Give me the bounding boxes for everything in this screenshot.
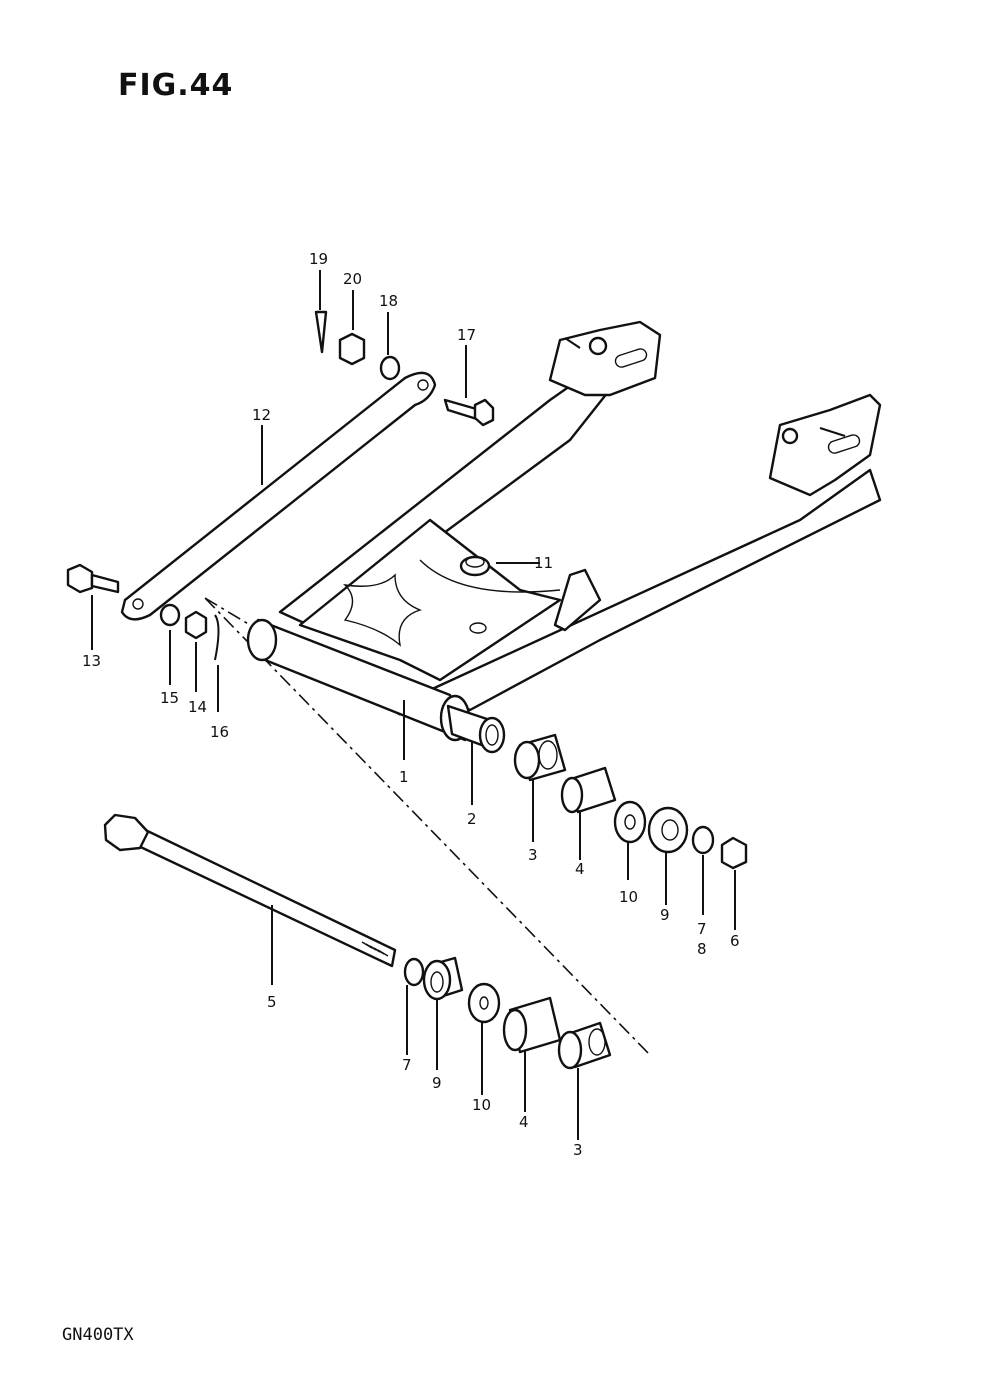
callout-12: 12 — [252, 406, 271, 424]
callout-19: 19 — [309, 250, 328, 268]
callout-4-lower: 4 — [519, 1113, 529, 1131]
part-14-nut — [184, 610, 208, 640]
callout-9-lower: 9 — [432, 1074, 442, 1092]
part-3-bearing-upper — [513, 733, 567, 782]
part-12-torque-link — [120, 371, 437, 621]
callout-7-lower: 7 — [402, 1056, 412, 1074]
part-20-nut — [338, 332, 366, 366]
part-2-sleeve — [446, 704, 506, 754]
callout-3-lower: 3 — [573, 1141, 583, 1159]
part-7-washer-upper — [691, 825, 715, 855]
callout-9-upper: 9 — [660, 906, 670, 924]
part-16-cotter-pin — [214, 614, 220, 661]
part-15-washer — [159, 603, 181, 627]
part-13-bolt — [66, 563, 120, 594]
part-9-seal-lower — [422, 956, 464, 1001]
callout-4-upper: 4 — [575, 860, 585, 878]
figure-title: FIG.44 — [118, 68, 234, 103]
part-11-grommet — [459, 555, 491, 577]
part-10-washer-upper — [613, 800, 647, 844]
part-5-pivot-axle — [103, 813, 397, 968]
callout-15: 15 — [160, 689, 179, 707]
callout-10-upper: 10 — [619, 888, 638, 906]
callout-20: 20 — [343, 270, 362, 288]
part-7-washer-lower — [403, 957, 425, 987]
callout-5: 5 — [267, 993, 277, 1011]
callout-18: 18 — [379, 292, 398, 310]
callout-17: 17 — [457, 326, 476, 344]
callout-11: 11 — [534, 554, 553, 572]
part-9-seal-upper — [647, 806, 689, 854]
callout-10-lower: 10 — [472, 1096, 491, 1114]
callout-16: 16 — [210, 723, 229, 741]
part-17-bolt — [443, 398, 495, 427]
part-4-spacer-lower — [502, 996, 562, 1054]
callout-8: 8 — [697, 940, 707, 958]
callout-13: 13 — [82, 652, 101, 670]
part-6-nut — [720, 836, 748, 870]
part-19-pin — [314, 310, 328, 354]
part-18-washer — [379, 355, 401, 381]
part-10-washer-lower — [467, 982, 501, 1024]
callout-labels: 19 20 18 17 12 11 13 15 14 16 1 2 3 4 10… — [82, 250, 740, 1159]
part-4-spacer-upper — [560, 766, 617, 814]
callout-7-upper: 7 — [697, 920, 707, 938]
callout-1: 1 — [399, 768, 409, 786]
part-3-bearing-lower — [557, 1021, 612, 1070]
leader-lines — [91, 270, 736, 1140]
swingarm — [246, 320, 882, 742]
callout-2: 2 — [467, 810, 477, 828]
callout-3-upper: 3 — [528, 846, 538, 864]
callout-14: 14 — [188, 698, 207, 716]
model-code: GN400TX — [62, 1325, 134, 1345]
callout-6: 6 — [730, 932, 740, 950]
